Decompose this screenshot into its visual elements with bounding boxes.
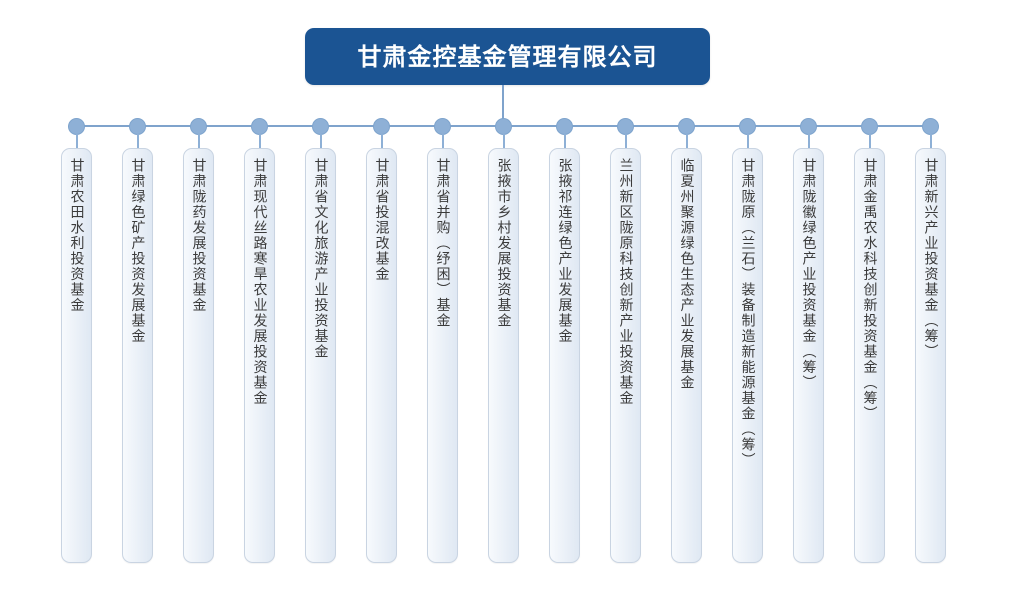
leaf-node-label: 甘肃现代丝路寒旱农业发展投资基金	[251, 158, 268, 406]
branch-node-dot	[861, 118, 878, 135]
branch-node-dot	[190, 118, 207, 135]
leaf-node[interactable]: 甘肃陇徽绿色产业投资基金（筹）	[793, 148, 824, 563]
leaf-node[interactable]: 张掖祁连绿色产业发展基金	[549, 148, 580, 563]
branch-node-dot	[556, 118, 573, 135]
branch-node-dot	[495, 118, 512, 135]
branch-node-dot	[68, 118, 85, 135]
leaf-node-label: 甘肃省投混改基金	[373, 158, 390, 282]
branch-node-dot	[739, 118, 756, 135]
leaf-node-label: 甘肃农田水利投资基金	[68, 158, 85, 313]
leaf-node-label: 甘肃陇徽绿色产业投资基金（筹）	[800, 158, 817, 391]
leaf-node-label: 甘肃陇药发展投资基金	[190, 158, 207, 313]
leaf-node[interactable]: 甘肃陇药发展投资基金	[183, 148, 214, 563]
leaf-node-label: 甘肃省文化旅游产业投资基金	[312, 158, 329, 360]
branch-node-dot	[312, 118, 329, 135]
branch-node-dot	[129, 118, 146, 135]
branch-node-dot	[678, 118, 695, 135]
leaf-node-label: 甘肃绿色矿产投资发展基金	[129, 158, 146, 344]
root-node[interactable]: 甘肃金控基金管理有限公司	[305, 28, 710, 85]
leaf-node[interactable]: 甘肃金禹农水科技创新投资基金（筹）	[854, 148, 885, 563]
branch-node-dot	[617, 118, 634, 135]
leaf-node-label: 张掖市乡村发展投资基金	[495, 158, 512, 329]
leaf-node[interactable]: 张掖市乡村发展投资基金	[488, 148, 519, 563]
leaf-node[interactable]: 临夏州聚源绿色生态产业发展基金	[671, 148, 702, 563]
leaf-node[interactable]: 甘肃省投混改基金	[366, 148, 397, 563]
branch-node-dot	[922, 118, 939, 135]
leaf-node-label: 甘肃省并购（纾困）基金	[434, 158, 451, 329]
trunk-connector	[502, 85, 504, 126]
leaf-node[interactable]: 甘肃新兴产业投资基金（筹）	[915, 148, 946, 563]
leaf-node[interactable]: 甘肃农田水利投资基金	[61, 148, 92, 563]
leaf-node[interactable]: 甘肃绿色矿产投资发展基金	[122, 148, 153, 563]
leaf-node-label: 兰州新区陇原科技创新产业投资基金	[617, 158, 634, 406]
branch-node-dot	[434, 118, 451, 135]
leaf-node[interactable]: 甘肃省文化旅游产业投资基金	[305, 148, 336, 563]
branch-node-dot	[800, 118, 817, 135]
leaf-node[interactable]: 甘肃现代丝路寒旱农业发展投资基金	[244, 148, 275, 563]
leaf-node[interactable]: 甘肃省并购（纾困）基金	[427, 148, 458, 563]
leaf-node-label: 甘肃新兴产业投资基金（筹）	[922, 158, 939, 360]
leaf-node-label: 张掖祁连绿色产业发展基金	[556, 158, 573, 344]
leaf-node-label: 甘肃金禹农水科技创新投资基金（筹）	[861, 158, 878, 422]
leaf-node[interactable]: 甘肃陇原（兰石）装备制造新能源基金（筹）	[732, 148, 763, 563]
leaf-node[interactable]: 兰州新区陇原科技创新产业投资基金	[610, 148, 641, 563]
leaf-node-label: 临夏州聚源绿色生态产业发展基金	[678, 158, 695, 391]
root-node-label: 甘肃金控基金管理有限公司	[357, 42, 658, 71]
leaf-node-label: 甘肃陇原（兰石）装备制造新能源基金（筹）	[739, 158, 756, 468]
branch-node-dot	[373, 118, 390, 135]
branch-node-dot	[251, 118, 268, 135]
